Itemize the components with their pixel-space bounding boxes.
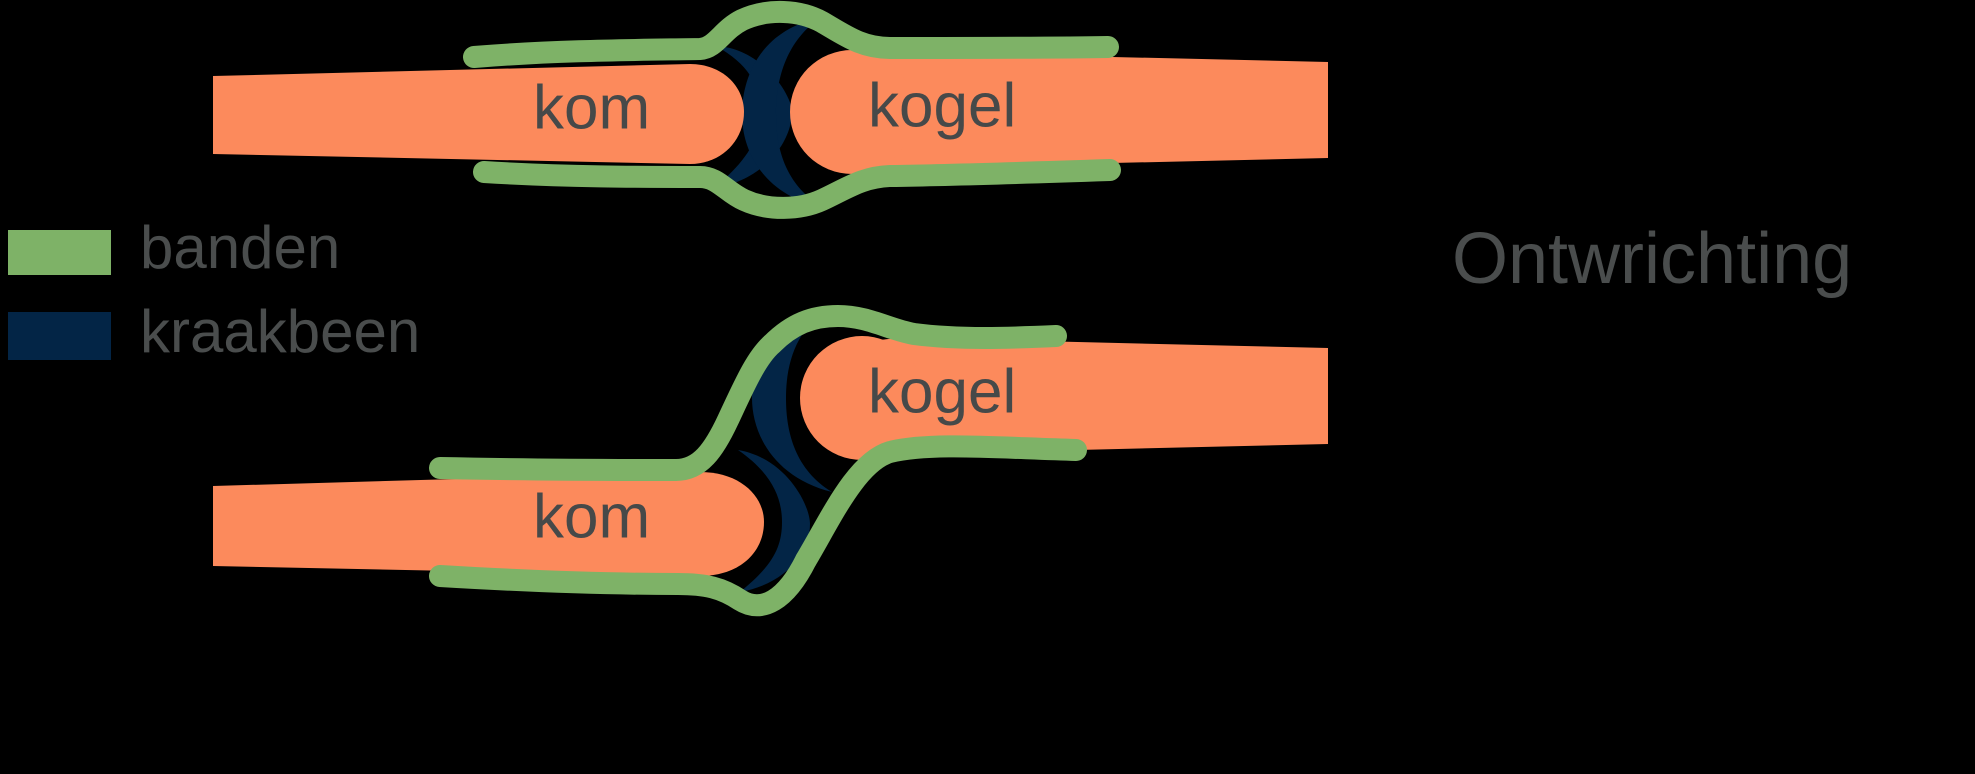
page-title: Ontwrichting (1452, 219, 1852, 299)
panel-dislocated-joint: kogel kom (213, 305, 1328, 617)
label-kogel-bottom: kogel (868, 357, 1016, 426)
ball-bone-top (792, 52, 1328, 168)
green-swatch (8, 230, 111, 275)
ball-bone-bottom (802, 338, 1328, 454)
socket-cartilage-bottom (738, 450, 810, 592)
socket-bone-bottom (213, 472, 764, 576)
label-kom-bottom: kom (533, 482, 650, 551)
ligament-lower-top (473, 159, 1121, 219)
ball-cartilage-top (742, 18, 824, 208)
ligament-upper-top (463, 1, 1119, 68)
legend-label-banden: banden (140, 214, 340, 281)
navy-swatch (8, 312, 111, 360)
legend-label-kraakbeen: kraakbeen (140, 298, 420, 365)
ligament-lower-right-bottom (795, 435, 1087, 571)
ball-head-top (790, 50, 914, 174)
ball-head-bottom (800, 336, 924, 460)
socket-bone-top (213, 64, 744, 164)
panel-normal-joint: kom kogel (213, 1, 1328, 219)
label-kogel-top: kogel (868, 71, 1016, 140)
label-kom-top: kom (533, 73, 650, 142)
ligament-upper-bottom (761, 305, 1067, 355)
legend: banden kraakbeen (8, 214, 420, 365)
ligament-lower-bottom (429, 549, 817, 617)
ligament-stretched-bottom (429, 333, 783, 481)
